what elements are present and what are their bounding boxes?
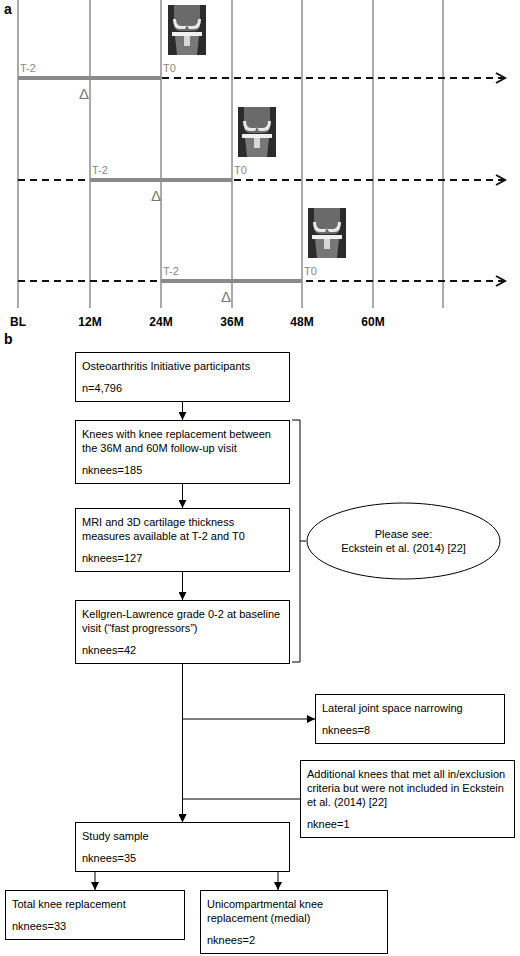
process-box: Study sample nknees=35 — [75, 822, 290, 872]
axis-label: BL — [10, 316, 26, 328]
knee-xray — [308, 208, 346, 258]
gridline — [18, 0, 19, 308]
time-gridlines — [18, 0, 443, 308]
tibia — [245, 138, 269, 157]
xray-background — [168, 5, 206, 55]
timeline-arrowhead — [496, 73, 505, 83]
axis-label: 60M — [361, 316, 384, 328]
time-point-label: T0 — [304, 266, 317, 277]
delta-label: Δ — [221, 289, 231, 304]
femoral-component — [173, 19, 201, 29]
dashed-timeline — [18, 77, 504, 79]
box-text: Total knee replacement — [12, 897, 178, 911]
femur — [174, 5, 200, 31]
box-text: nknees=33 — [12, 919, 178, 933]
grouping-bracket — [292, 420, 306, 662]
knee-xray — [238, 107, 276, 157]
delta-label: Δ — [151, 188, 161, 203]
box-text: Eckstein et al. (2014) [22] — [341, 541, 466, 555]
tibia — [175, 36, 199, 55]
box-text: Unicompartmental knee replacement (media… — [207, 897, 381, 925]
box-text: nknees=127 — [82, 551, 283, 565]
tibial-stem — [324, 239, 330, 249]
timeline-arrowhead — [496, 276, 505, 286]
box-text: nknees=2 — [207, 933, 381, 947]
process-box: Knees with knee replacement between the … — [75, 420, 290, 484]
axis-label: 24M — [149, 316, 172, 328]
flow-arrow — [182, 484, 183, 508]
gridline — [161, 0, 162, 308]
box-text: Osteoarthritis Initiative participants — [82, 359, 283, 373]
panel-letter: b — [4, 332, 13, 346]
box-text: nknees=42 — [82, 643, 283, 657]
observation-intervals — [18, 78, 302, 281]
flow-arrow — [183, 799, 301, 822]
flow-arrow — [278, 872, 279, 890]
xray-background — [238, 107, 276, 157]
xray-background — [308, 208, 346, 258]
box-text: nknee=1 — [307, 817, 508, 831]
box-text: Kellgren-Lawrence grade 0-2 at baseline … — [82, 607, 283, 635]
box-text: Please see: — [375, 527, 432, 541]
process-box: Total knee replacement nknees=33 — [5, 890, 185, 940]
box-text: nknees=35 — [82, 851, 283, 865]
axis-label: 12M — [78, 316, 101, 328]
box-text: nknees=185 — [82, 463, 283, 477]
timeline-arrowhead — [496, 175, 505, 185]
gridline — [373, 0, 374, 308]
flow-arrow — [95, 872, 96, 890]
flow-arrow — [182, 572, 183, 600]
femur — [244, 107, 270, 133]
box-text: nknees=8 — [322, 723, 498, 737]
process-box: Additional knees that met all in/exclusi… — [300, 760, 515, 838]
panel-letter: a — [4, 2, 12, 16]
flow-arrow — [183, 664, 316, 719]
box-text: n=4,796 — [82, 381, 283, 395]
box-text: Knees with knee replacement between the … — [82, 427, 283, 455]
time-point-label: T0 — [163, 63, 176, 74]
time-point-label: T-2 — [20, 63, 36, 74]
delta-label: Δ — [79, 86, 89, 101]
time-point-label: T0 — [234, 165, 247, 176]
gridline — [443, 0, 444, 308]
gridline — [232, 0, 233, 308]
gridline — [302, 0, 303, 308]
process-box: Unicompartmental knee replacement (media… — [200, 890, 388, 954]
tibia — [315, 239, 339, 258]
process-box: Lateral joint space narrowing nknees=8 — [315, 694, 505, 744]
flow-arrow — [182, 664, 183, 822]
tibial-stem — [254, 138, 260, 148]
axis-label: 48M — [290, 316, 313, 328]
ellipse-outline — [306, 502, 501, 580]
flow-arrow — [182, 402, 183, 420]
box-text: Study sample — [82, 829, 283, 843]
interval-bar — [161, 279, 302, 283]
time-point-label: T-2 — [92, 165, 108, 176]
femur — [314, 208, 340, 234]
process-box: MRI and 3D cartilage thickness measures … — [75, 508, 290, 572]
reference-ellipse: Please see:Eckstein et al. (2014) [22] — [306, 502, 501, 580]
process-box: Kellgren-Lawrence grade 0-2 at baseline … — [75, 600, 290, 664]
axis-label: 36M — [220, 316, 243, 328]
femoral-component — [243, 121, 271, 131]
femoral-component — [313, 222, 341, 232]
dashed-timeline — [18, 280, 504, 282]
interval-bar — [18, 76, 161, 80]
tibial-tray — [172, 32, 202, 36]
knee-xray — [168, 5, 206, 55]
follow-up-timelines — [18, 73, 505, 286]
tibial-tray — [312, 235, 342, 239]
tibial-tray — [242, 134, 272, 138]
time-point-label: T-2 — [163, 266, 179, 277]
gridline — [90, 0, 91, 308]
dashed-timeline — [18, 179, 504, 181]
box-text: MRI and 3D cartilage thickness measures … — [82, 515, 283, 543]
process-box: Osteoarthritis Initiative participants n=… — [75, 352, 290, 402]
tibial-stem — [184, 36, 190, 46]
box-text: Additional knees that met all in/exclusi… — [307, 767, 508, 809]
interval-bar — [90, 178, 232, 182]
ellipse-shape — [307, 503, 500, 579]
box-text: Lateral joint space narrowing — [322, 701, 498, 715]
